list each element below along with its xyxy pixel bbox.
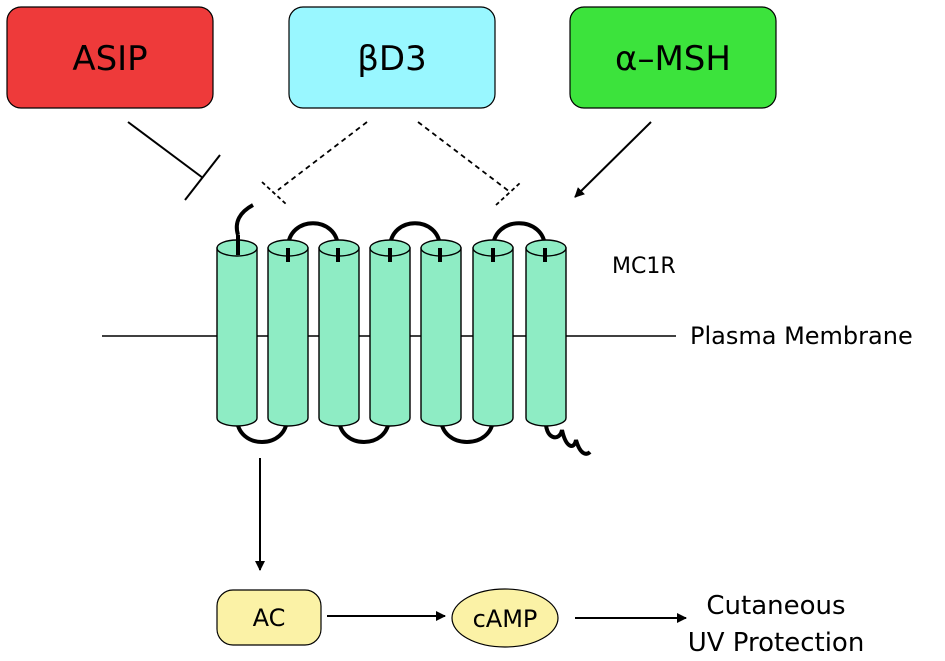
extracellular-loop-1	[286, 221, 340, 249]
bd3-inhibition-connector-right	[417, 121, 521, 206]
extracellular-loop-2	[388, 221, 442, 249]
intracellular-loop-1	[235, 417, 289, 444]
camp-node: cAMP	[451, 588, 559, 648]
bd3-box: βD3	[288, 6, 496, 109]
tm-helix-1	[216, 239, 258, 427]
bd3-label: βD3	[357, 39, 427, 79]
n-terminal-tail	[234, 203, 255, 236]
bd3-box-bg	[288, 6, 496, 109]
plasma-membrane-label: Plasma Membrane	[690, 322, 913, 350]
asip-inhibition-connector	[127, 121, 221, 201]
mc1r-transmembrane-helices	[216, 235, 567, 427]
tm-helix-7	[525, 239, 567, 427]
camp-label: cAMP	[473, 605, 538, 633]
ac-node: AC	[216, 589, 322, 646]
asip-box-bg	[6, 6, 214, 109]
tm-helix-3	[318, 239, 360, 427]
camp-ellipse	[451, 588, 559, 648]
amsh-activation-arrow	[574, 121, 652, 198]
ac-label: AC	[253, 604, 286, 632]
asip-box: ASIP	[6, 6, 214, 109]
tm-helix-6	[472, 239, 514, 427]
amsh-box-bg	[569, 6, 777, 109]
intracellular-loop-3	[439, 417, 495, 444]
outcome-label-line1: Cutaneous	[706, 591, 845, 621]
tm-helix-5	[420, 239, 462, 427]
ac-box	[216, 589, 322, 646]
receptor-loops	[234, 203, 592, 456]
c-terminal-tail	[543, 417, 592, 456]
outcome-label-line2: UV Protection	[688, 628, 865, 658]
mc1r-label: MC1R	[612, 254, 676, 279]
tm-helix-4	[369, 239, 411, 427]
tm-helix-2	[267, 239, 309, 427]
amsh-box: α–MSH	[569, 6, 777, 109]
asip-label: ASIP	[72, 39, 147, 79]
extracellular-loop-3	[491, 221, 547, 249]
bd3-inhibition-connector-left	[261, 121, 368, 205]
intracellular-loop-2	[337, 417, 391, 444]
amsh-label: α–MSH	[615, 39, 731, 79]
